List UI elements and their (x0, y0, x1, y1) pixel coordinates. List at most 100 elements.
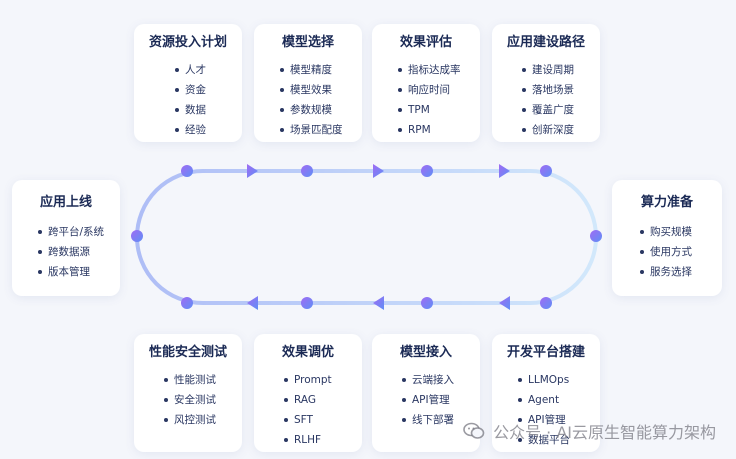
list-item: RAG (284, 390, 362, 410)
list-item: 落地场景 (522, 80, 600, 100)
list-item: 模型效果 (280, 80, 362, 100)
card-resource-plan: 资源投入计划 人才 资金 数据 经验 (134, 24, 242, 142)
loop-node (131, 230, 143, 242)
bullet-icon (164, 418, 168, 422)
card-compute-prep: 算力准备 购买规模 使用方式 服务选择 (612, 180, 722, 296)
list-item: 参数规模 (280, 100, 362, 120)
card-title: 模型接入 (399, 345, 452, 360)
card-title: 效果调优 (281, 345, 334, 360)
bullet-icon (280, 128, 284, 132)
list-item: 响应时间 (398, 80, 480, 100)
list-item: 建设周期 (522, 60, 600, 80)
list-item: 云端接入 (402, 370, 480, 390)
bullet-icon (280, 68, 284, 72)
bullet-icon (284, 378, 288, 382)
list-item: 指标达成率 (398, 60, 480, 80)
card-model-selection: 模型选择 模型精度 模型效果 参数规模 场景匹配度 (254, 24, 362, 142)
list-item: 数据平台 (518, 430, 600, 450)
list-item: 安全测试 (164, 390, 242, 410)
bullet-icon (518, 398, 522, 402)
list-item: API管理 (518, 410, 600, 430)
list-item: 跨平台/系统 (38, 222, 120, 242)
card-effect-evaluation: 效果评估 指标达成率 响应时间 TPM RPM (372, 24, 480, 142)
bullet-icon (402, 398, 406, 402)
bullet-icon (175, 88, 179, 92)
bullet-icon (280, 108, 284, 112)
bullet-icon (402, 378, 406, 382)
bullet-icon (522, 88, 526, 92)
bullet-icon (38, 230, 42, 234)
list-item: 人才 (175, 60, 242, 80)
card-perf-security-test: 性能安全测试 性能测试 安全测试 风控测试 (134, 334, 242, 452)
list-item: TPM (398, 100, 480, 120)
bullet-icon (284, 398, 288, 402)
list-item: 购买规模 (640, 222, 722, 242)
bullet-icon (398, 88, 402, 92)
list-item: 数据 (175, 100, 242, 120)
watermark: 公众号 · AI云原生智能算力架构 (463, 419, 716, 443)
list-item: 性能测试 (164, 370, 242, 390)
loop-node (421, 165, 433, 177)
list-item: 使用方式 (640, 242, 722, 262)
bullet-icon (398, 128, 402, 132)
loop-node (301, 297, 313, 309)
arrow-left-icon (499, 296, 510, 310)
loop-node (301, 165, 313, 177)
bullet-icon (175, 68, 179, 72)
bullet-icon (640, 270, 644, 274)
card-title: 应用上线 (39, 195, 92, 210)
loop-node (181, 297, 193, 309)
list-item: RLHF (284, 430, 362, 450)
list-item: 场景匹配度 (280, 120, 362, 140)
card-title: 性能安全测试 (148, 345, 227, 360)
bullet-icon (280, 88, 284, 92)
list-item: 创新深度 (522, 120, 600, 140)
bullet-icon (518, 418, 522, 422)
list-item: LLMOps (518, 370, 600, 390)
loop-node (421, 297, 433, 309)
bullet-icon (164, 378, 168, 382)
bullet-icon (398, 68, 402, 72)
list-item: 风控测试 (164, 410, 242, 430)
arrow-right-icon (247, 164, 258, 178)
list-item: 资金 (175, 80, 242, 100)
card-title: 开发平台搭建 (506, 345, 585, 360)
loop-node (590, 230, 602, 242)
arrow-right-icon (373, 164, 384, 178)
loop-node (181, 165, 193, 177)
watermark-text: 公众号 · AI云原生智能算力架构 (493, 423, 716, 442)
list-item: RPM (398, 120, 480, 140)
bullet-icon (38, 270, 42, 274)
list-item: 覆盖广度 (522, 100, 600, 120)
bullet-icon (640, 250, 644, 254)
bullet-icon (522, 128, 526, 132)
card-title: 算力准备 (640, 195, 693, 210)
bullet-icon (522, 68, 526, 72)
bullet-icon (518, 378, 522, 382)
arrow-right-icon (499, 164, 510, 178)
list-item: Prompt (284, 370, 362, 390)
list-item: API管理 (402, 390, 480, 410)
list-item: 服务选择 (640, 262, 722, 282)
bullet-icon (164, 398, 168, 402)
card-title: 资源投入计划 (148, 35, 227, 50)
bullet-icon (640, 230, 644, 234)
list-item: SFT (284, 410, 362, 430)
list-item: 经验 (175, 120, 242, 140)
bullet-icon (284, 438, 288, 442)
wechat-icon (463, 422, 485, 439)
list-item: 模型精度 (280, 60, 362, 80)
list-item: 版本管理 (38, 262, 120, 282)
bullet-icon (398, 108, 402, 112)
card-app-launch: 应用上线 跨平台/系统 跨数据源 版本管理 (12, 180, 120, 296)
arrow-left-icon (373, 296, 384, 310)
bullet-icon (284, 418, 288, 422)
card-build-path: 应用建设路径 建设周期 落地场景 覆盖广度 创新深度 (492, 24, 600, 142)
card-title: 应用建设路径 (506, 35, 585, 50)
loop-track (135, 169, 598, 305)
loop-node (540, 297, 552, 309)
bullet-icon (38, 250, 42, 254)
bullet-icon (522, 108, 526, 112)
list-item: Agent (518, 390, 600, 410)
